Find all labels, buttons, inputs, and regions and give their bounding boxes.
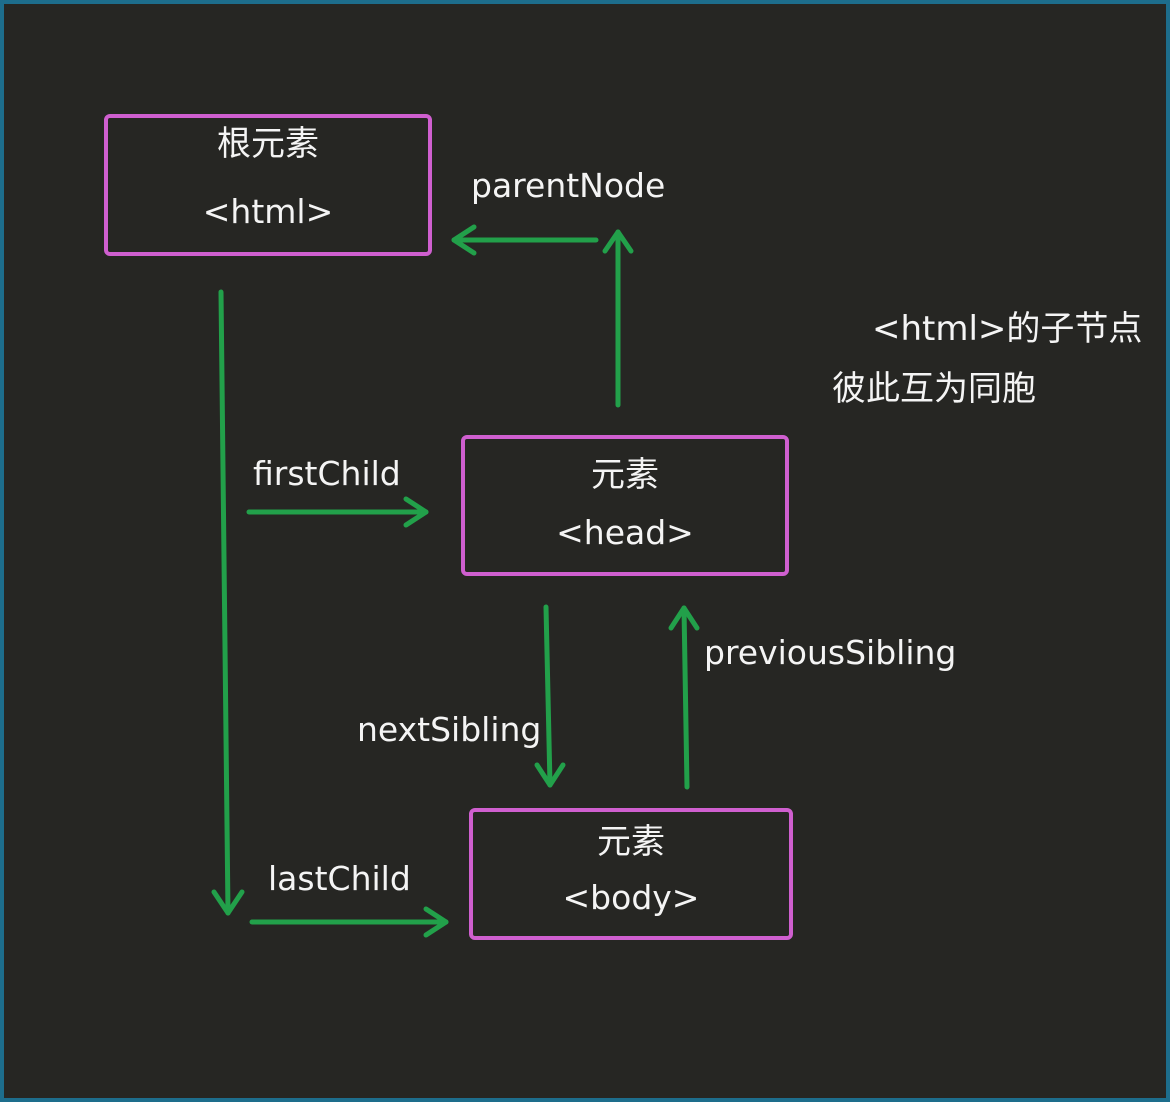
- head-element-title: 元素: [591, 455, 659, 495]
- head-element-node: 元素 <head>: [461, 435, 789, 576]
- next-sibling-label: nextSibling: [357, 710, 542, 749]
- arrows-layer: [211, 224, 700, 938]
- root-element-title: 根元素: [217, 124, 319, 164]
- sibling-note-line-2: 彼此互为同胞: [832, 369, 1036, 409]
- body-element-tag: <body>: [562, 878, 700, 917]
- next-sibling-arrow: [534, 604, 566, 788]
- head-element-tag: <head>: [556, 513, 694, 552]
- root-element-tag: <html>: [202, 192, 334, 231]
- body-element-title: 元素: [597, 822, 665, 862]
- last-child-label: lastChild: [268, 859, 411, 898]
- body-element-node: 元素 <body>: [469, 808, 793, 940]
- sibling-note-line-1: <html>的子节点: [872, 309, 1143, 349]
- root-element-node: 根元素 <html>: [104, 114, 432, 256]
- previous-sibling-arrow: [668, 605, 700, 790]
- last-child-arrow: [211, 289, 449, 938]
- parent-node-label: parentNode: [471, 166, 666, 205]
- previous-sibling-label: previousSibling: [704, 633, 957, 672]
- parent-node-arrow: [451, 224, 634, 408]
- first-child-arrow: [246, 496, 429, 528]
- first-child-label: firstChild: [253, 454, 401, 493]
